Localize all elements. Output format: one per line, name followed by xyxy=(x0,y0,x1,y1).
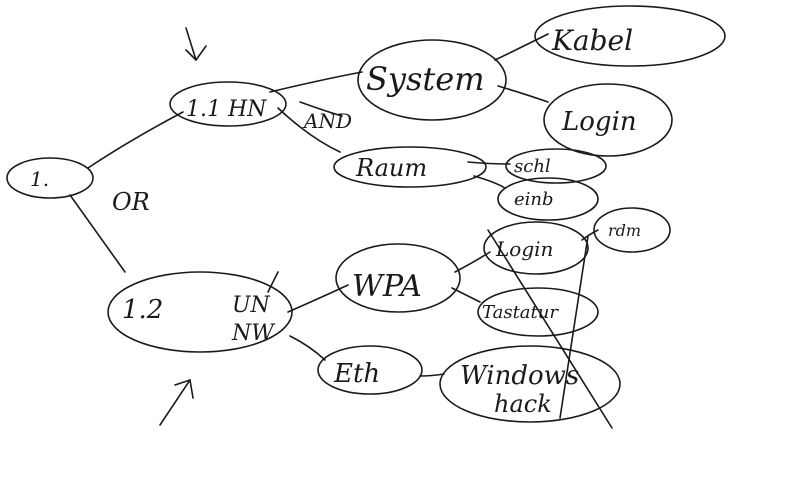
cross-out-mark xyxy=(487,229,613,429)
node-n12-sublabel2: NW xyxy=(231,321,276,346)
or-annotation: OR xyxy=(112,188,150,216)
edge-root-n11 xyxy=(87,111,184,169)
edge-login2-rdm xyxy=(581,229,599,241)
node-n12-label: 1.2 xyxy=(122,295,163,325)
node-raum xyxy=(333,146,487,188)
node-einbruch xyxy=(497,177,599,221)
edge-wpa-tastatur xyxy=(451,287,481,303)
up-arrow-icon xyxy=(159,379,194,426)
down-arrow-icon xyxy=(185,27,207,61)
node-wpa-label: WPA xyxy=(352,269,422,304)
node-tastatur-label: Tastatur xyxy=(482,302,559,323)
node-tastatur xyxy=(477,287,599,337)
node-wpa xyxy=(335,243,461,313)
node-login2 xyxy=(483,221,589,275)
edge-system-login1 xyxy=(497,85,549,103)
and-tick xyxy=(267,271,279,293)
edge-n11-system xyxy=(269,71,363,93)
node-root xyxy=(6,157,94,199)
node-schloss xyxy=(505,148,607,184)
node-system xyxy=(357,39,507,121)
and-arc xyxy=(299,101,343,117)
edge-n12-wpa xyxy=(287,284,349,313)
edge-n11-raum xyxy=(277,107,341,153)
node-kabel-label: Kabel xyxy=(551,24,633,57)
edge-raum-schloss xyxy=(467,161,511,165)
edge-system-kabel xyxy=(494,33,549,61)
edge-n12-eth xyxy=(289,335,326,361)
node-n11 xyxy=(169,81,287,127)
and-annotation: AND xyxy=(302,109,352,133)
node-einbruch-label: einb xyxy=(514,189,554,210)
node-raum-label: Raum xyxy=(355,154,427,182)
node-eth xyxy=(317,345,423,395)
node-windows xyxy=(439,345,621,423)
node-n11-label: 1.1 HN xyxy=(186,97,267,122)
edge-eth-windows xyxy=(419,373,445,377)
node-login1 xyxy=(543,83,673,157)
node-schloss-label: schl xyxy=(514,156,551,177)
node-system-label: System xyxy=(366,60,485,98)
node-rdm-label: rdm xyxy=(608,221,641,240)
node-rdm xyxy=(593,207,671,253)
node-kabel xyxy=(534,5,726,67)
edge-root-n12 xyxy=(69,194,126,273)
node-windows-label: Windows xyxy=(460,361,579,391)
edge-raum-einbruch xyxy=(473,175,506,189)
edge-wpa-login2 xyxy=(454,251,491,273)
node-eth-label: Eth xyxy=(333,359,380,389)
node-login2-label: Login xyxy=(495,237,553,261)
node-windows-sublabel: hack xyxy=(494,390,552,418)
node-n12-sublabel1: UN xyxy=(232,293,271,318)
node-n12 xyxy=(107,271,293,353)
node-login1-label: Login xyxy=(561,107,637,137)
node-root-label: 1. xyxy=(30,167,49,191)
